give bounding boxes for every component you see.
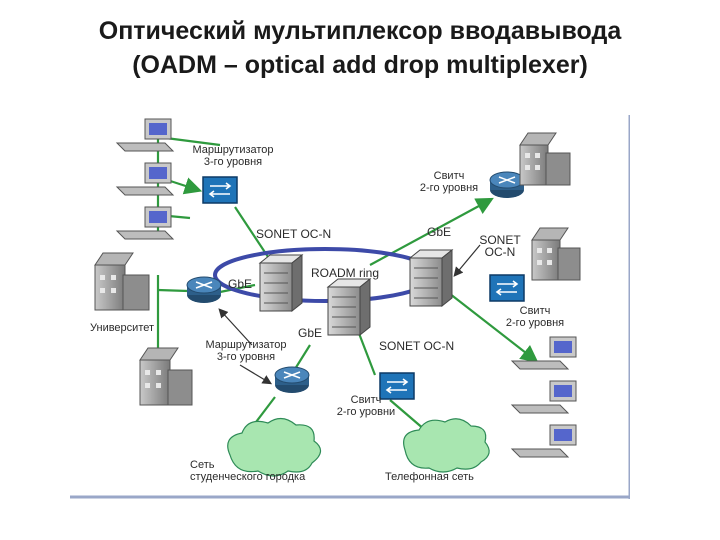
label-router-l3-top-line2: 3-го уровня [203,156,263,168]
label-roadm-ring: ROADM ring [311,266,380,280]
label-campus-network-line1: Сеть [190,459,215,471]
label-sonet-ocn-right-line1: SONET [479,233,521,247]
label-switch-l2-bottom-line1: Свитч [350,394,382,406]
computer-right-1 [510,336,577,370]
building-bottom-left [139,347,193,406]
oadm-node-center [326,277,372,337]
label-university: Университет [90,322,155,334]
label-router-l3-top: Маршрутизатор 3-го уровня [192,144,273,168]
computer-right-2 [510,380,577,414]
computer-left-1 [115,118,175,152]
label-router-l3-mid-line1: Маршрутизатор [205,339,287,351]
link-to-right-pcs [444,289,539,363]
label-gbe-top: GbE [427,225,452,239]
router-mid [274,366,310,393]
label-switch-l2-bottom-line2: 2-го уровни [336,406,396,418]
title-line-2: (OADM – optical add drop multiplexer) [132,51,588,79]
slide-title: Оптический мультиплексор вводавывода (OA… [0,14,720,82]
building-university [94,252,150,311]
label-switch-l2-right-line2: 2-го уровня [505,317,565,329]
label-sonet-ocn-right-line2: OC-N [484,245,516,259]
cloud-phone-network [403,418,490,473]
label-gbe-center: GbE [298,326,323,340]
label-switch-l2-right-line1: Свитч [519,305,551,317]
computer-left-2 [115,162,175,196]
label-switch-l2-top-line2: 2-го уровня [419,182,479,194]
label-campus-network: Сеть студенческого городка [190,459,305,483]
label-router-l3-mid: Маршрутизатор 3-го уровня [205,339,286,363]
link-university-router [157,288,189,293]
arrow-sonet-right [453,244,481,277]
label-router-l3-top-line1: Маршрутизатор [192,144,274,156]
label-sonet-ocn-right: SONET OC-N [479,234,520,258]
computer-left-3 [115,206,175,240]
network-diagram: Маршрутизатор 3-го уровня Свитч 2-го уро… [70,115,630,499]
label-sonet-ocn-left: SONET OC-N [256,227,332,241]
label-router-l3-mid-line2: 3-го уровня [216,351,276,363]
label-switch-l2-top-line1: Свитч [433,170,465,182]
building-top-right [519,132,571,186]
switch-top-left [202,176,238,204]
label-switch-l2-bottom: Свитч 2-го уровни [337,394,395,418]
label-switch-l2-top: Свитч 2-го уровня [420,170,478,194]
label-campus-network-line2: студенческого городка [190,471,306,483]
cloud-campus-network [227,417,322,477]
arrow-router-mid-label-2 [239,364,273,385]
label-phone-network: Телефонная сеть [385,471,474,483]
label-gbe-left: GbE [228,277,253,291]
switch-right [489,274,525,302]
oadm-node-right [408,248,454,308]
switch-bottom [379,372,415,400]
title-line-1: Оптический мультиплексор вводавывода [98,17,622,45]
diagram-canvas [70,115,630,499]
building-right [531,227,581,281]
link-switch-phone [389,399,426,431]
label-switch-l2-right: Свитч 2-го уровня [506,305,564,329]
computer-right-3 [510,424,577,458]
oadm-node-left [258,253,304,313]
label-sonet-ocn-bottom: SONET OC-N [379,339,455,353]
arrow-router-mid-label [218,308,253,346]
router-left [186,276,222,303]
link-router-gbe [219,283,256,294]
router-switch-top-right [489,171,525,198]
